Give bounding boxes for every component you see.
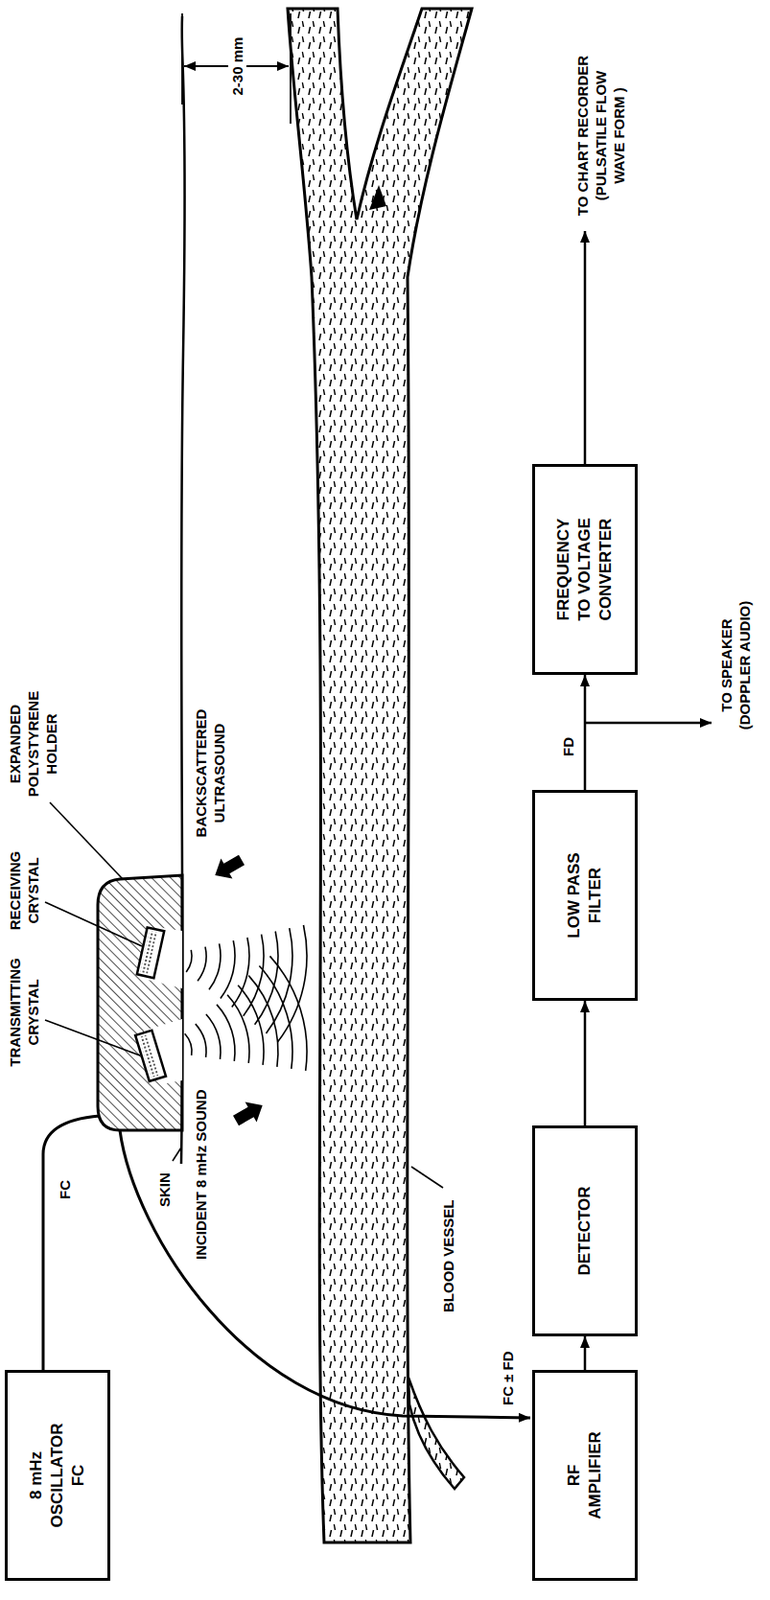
box-text: FREQUENCY TO VOLTAGE CONVERTER (553, 515, 617, 624)
dimension-extension (181, 13, 184, 105)
box-text: LOW PASS FILTER (563, 841, 607, 950)
incident-arrow (230, 1096, 269, 1132)
oscillator-box: 8 mHz OSCILLATORFC (4, 1370, 111, 1582)
part-label: BLOOD VESSEL (439, 1199, 458, 1313)
wave-label: BACKSCATTERED ULTRASOUND (191, 703, 229, 843)
signal-name: FC (55, 1180, 74, 1200)
part-label: RECEIVING CRYSTAL (5, 842, 43, 939)
wave-arc (277, 925, 307, 1043)
wave-arc (227, 995, 250, 1064)
wave-arc (206, 1014, 221, 1060)
wave-arc (255, 932, 279, 1026)
output-label: TO SPEAKER (DOPPLER AUDIO) (717, 598, 754, 733)
box-text: FC (68, 1465, 90, 1488)
backscatter-arrow (209, 850, 248, 887)
signal-arrow (583, 1001, 587, 1126)
wave-arc (237, 985, 264, 1066)
output-label: TO CHART RECORDER (PULSATILE FLOW WAVE F… (573, 51, 629, 220)
wave-arc (266, 928, 293, 1034)
wave-arc (270, 956, 308, 1071)
wave-arc (220, 940, 235, 999)
wave-arc (195, 1024, 207, 1058)
speaker-output-arrow (584, 722, 712, 725)
wave-arc (232, 937, 250, 1008)
polystyrene-holder (97, 875, 183, 1131)
leader-line (411, 1166, 444, 1189)
receiver-cable (119, 1130, 531, 1419)
signal-arrow (583, 1336, 587, 1371)
part-label: TRANSMITTING CRYSTAL (5, 950, 43, 1075)
signal-name: FD (559, 734, 578, 760)
vessel-branch (408, 1377, 465, 1490)
blood-vessel (287, 8, 472, 1543)
signal-arrow (583, 675, 587, 791)
leader-line (49, 802, 123, 880)
dimension-label: 2-30 mm (228, 34, 247, 99)
filter-box: LOW PASS FILTER (532, 790, 638, 1002)
amplifier-box: RF AMPLIFIER (532, 1370, 638, 1582)
detector-box: DETECTOR (532, 1125, 638, 1337)
box-text: 8 mHz OSCILLATOR (25, 1422, 69, 1530)
wave-arc (243, 934, 264, 1017)
wave-arc (197, 947, 207, 982)
part-label: EXPANDED POLYSTYRENE HOLDER (5, 681, 61, 807)
leader-line (45, 1020, 140, 1056)
converter-box: FREQUENCY TO VOLTAGE CONVERTER (532, 464, 638, 676)
leader-line (45, 902, 142, 947)
box-text: DETECTOR (574, 1186, 596, 1276)
part-label: SKIN (155, 1172, 174, 1208)
signal-name: FC ± FD (498, 1351, 517, 1406)
chart-output-arrow (583, 231, 587, 465)
wave-arc (186, 950, 192, 973)
transmitting-crystal (135, 1030, 166, 1082)
wave-arc (209, 943, 221, 990)
box-text: RF AMPLIFIER (563, 1422, 607, 1530)
wave-label: INCIDENT 8 mHz SOUND (191, 1089, 210, 1260)
receiving-crystal (137, 927, 164, 979)
ultrasound-waves (185, 925, 307, 1072)
wave-arc (216, 1004, 235, 1062)
oscillator-cable (43, 1116, 100, 1371)
leader-line (172, 1147, 182, 1162)
dimension-extension (289, 13, 292, 124)
flow-arrow (369, 185, 387, 210)
wave-arc (185, 1033, 192, 1056)
